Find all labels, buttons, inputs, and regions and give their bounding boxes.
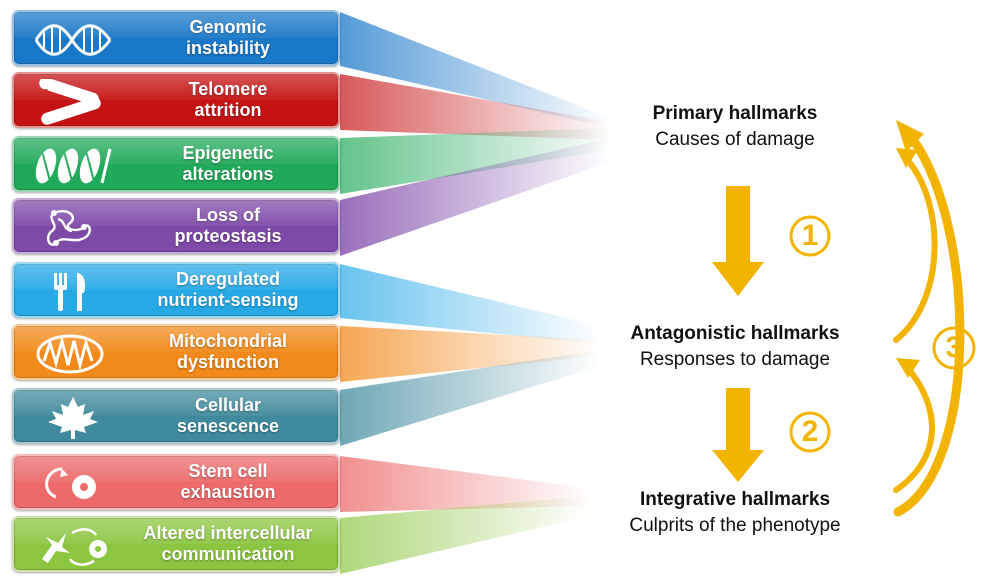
antagonistic-hallmarks-subtitle: Responses to damage bbox=[639, 349, 831, 370]
hallmark-label-line1: Altered intercellular bbox=[143, 523, 313, 543]
stem-cell-icon bbox=[32, 461, 114, 507]
hallmark-label-line2: senescence bbox=[176, 416, 280, 436]
hallmark-label-line2: attrition bbox=[194, 100, 262, 120]
nucleosome-icon bbox=[32, 143, 114, 189]
hallmark-label-line2: proteostasis bbox=[174, 226, 282, 246]
primary-hallmarks-subtitle: Causes of damage bbox=[655, 129, 815, 150]
hallmark-label-line2: alterations bbox=[182, 164, 274, 184]
step-3-number: 3 bbox=[945, 331, 963, 364]
hallmark-label-line1: Genomic bbox=[189, 17, 267, 37]
hallmark-label-line1: Cellular bbox=[194, 395, 262, 415]
integrative-hallmarks-subtitle: Culprits of the phenotype bbox=[629, 515, 841, 536]
arrow-down-primary-to-antagonistic bbox=[712, 186, 764, 296]
beam-mitochondrial bbox=[340, 326, 600, 382]
hallmark-label-line1: Loss of bbox=[195, 205, 260, 225]
feedback-arc-inner-bottom bbox=[893, 363, 935, 493]
hallmark-label-line1: Telomere bbox=[188, 79, 268, 99]
primary-hallmarks-title: Primary hallmarks bbox=[652, 103, 818, 124]
step-3-circle bbox=[932, 326, 976, 370]
mitochondrion-icon bbox=[32, 331, 114, 377]
cell-signaling-icon bbox=[32, 523, 114, 569]
feedback-arrowhead-bottom bbox=[896, 358, 920, 378]
beam-nutrient bbox=[340, 264, 600, 344]
hallmark-label-line2: communication bbox=[161, 544, 295, 564]
hallmark-label-line2: dysfunction bbox=[177, 352, 279, 372]
antagonistic-hallmarks-label: Antagonistic hallmarks Responses to dama… bbox=[565, 322, 905, 373]
chromosome-icon bbox=[32, 77, 114, 125]
hallmark-label-line1: Mitochondrial bbox=[169, 331, 287, 351]
step-1-circle bbox=[789, 215, 831, 257]
feedback-arc-outer bbox=[893, 133, 965, 517]
protein-structure-icon bbox=[32, 205, 114, 251]
feedback-arc-inner-top bbox=[893, 153, 938, 343]
feedback-arrowhead-middle bbox=[896, 148, 918, 168]
beam-genomic bbox=[340, 12, 610, 128]
integrative-hallmarks-label: Integrative hallmarks Culprits of the ph… bbox=[565, 488, 905, 539]
step-2-circle bbox=[789, 411, 831, 453]
fork-knife-icon bbox=[32, 269, 114, 315]
beam-senescence bbox=[340, 350, 600, 446]
integrative-hallmarks-title: Integrative hallmarks bbox=[639, 489, 831, 510]
beam-telomere bbox=[340, 74, 610, 140]
hallmark-label-line2: nutrient-sensing bbox=[157, 290, 299, 310]
beam-proteostasis bbox=[340, 138, 610, 256]
hallmark-label-line1: Deregulated bbox=[175, 269, 281, 289]
primary-hallmarks-label: Primary hallmarks Causes of damage bbox=[565, 102, 905, 153]
step-2-number: 2 bbox=[801, 415, 819, 448]
maple-leaf-icon bbox=[32, 395, 114, 441]
feedback-arrowhead-top bbox=[896, 120, 924, 152]
step-1-number: 1 bbox=[801, 219, 819, 252]
beam-epigenetic bbox=[340, 128, 610, 194]
dna-helix-icon bbox=[32, 17, 114, 63]
antagonistic-hallmarks-title: Antagonistic hallmarks bbox=[630, 323, 840, 344]
beam-intercellular bbox=[340, 496, 590, 574]
arrow-down-antagonistic-to-integrative bbox=[712, 388, 764, 482]
beam-stem-cell bbox=[340, 456, 590, 512]
hallmark-label-line2: exhaustion bbox=[180, 482, 276, 502]
hallmark-label-line1: Epigenetic bbox=[182, 143, 274, 163]
hallmark-label-line2: instability bbox=[185, 38, 270, 58]
hallmark-label-line1: Stem cell bbox=[188, 461, 268, 481]
